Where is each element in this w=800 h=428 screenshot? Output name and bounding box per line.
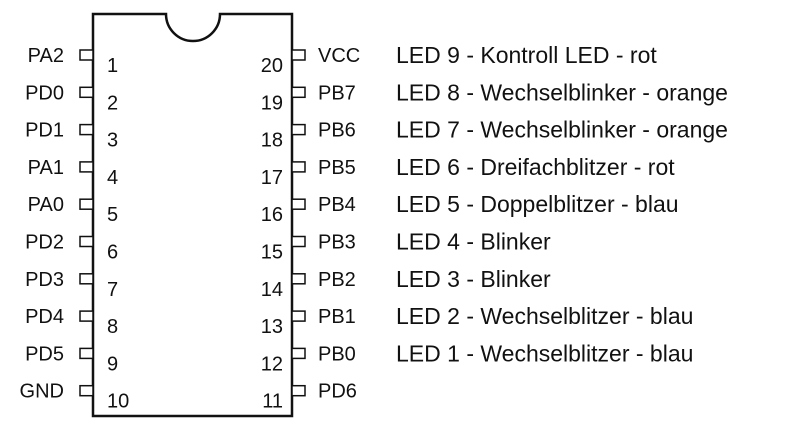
right-pin-stub	[291, 347, 306, 360]
left-pin-name: PA2	[28, 45, 64, 67]
right-pin-name: PB7	[318, 82, 356, 104]
right-pin-stub	[291, 86, 306, 99]
right-pin-number: 19	[261, 92, 283, 114]
left-pin-stub	[79, 310, 94, 322]
left-pin-number: 8	[107, 316, 118, 338]
right-pin-stub	[291, 198, 306, 210]
right-pin-name: PB5	[318, 157, 356, 179]
chip-body	[91, 12, 294, 418]
right-pin-number: 16	[261, 204, 283, 226]
left-pin-stub	[79, 49, 94, 61]
right-pin-number: 15	[261, 242, 283, 264]
led-label: LED 7 - Wechselblinker - orange	[396, 117, 728, 143]
left-pin-name: PD0	[25, 82, 64, 104]
right-pin-stub	[291, 123, 306, 136]
right-pin-number: 20	[261, 55, 283, 77]
left-pin-name: GND	[20, 381, 64, 403]
left-pin-stub	[79, 198, 94, 210]
right-pin-number: 13	[261, 316, 283, 338]
led-label: LED 6 - Dreifachblitzer - rot	[396, 154, 675, 180]
right-pin-number: 14	[261, 279, 283, 301]
left-pin-number: 2	[107, 92, 118, 114]
right-pin-number: 11	[262, 391, 283, 413]
left-pin-group: 1 PA2 2 PD0 3 PD1 4 PA1 5 PA0 6 PD2 7 PD3 8 PD4 9 PD5 10 GN…	[20, 45, 130, 413]
right-pin-name: PB6	[318, 120, 356, 142]
right-pin-stub	[291, 161, 306, 173]
right-pin-name: PB4	[318, 194, 356, 216]
right-pin-name: PB3	[318, 232, 356, 254]
left-pin-number: 5	[107, 204, 118, 226]
right-pin-stub	[291, 235, 306, 248]
left-pin-name: PD4	[25, 306, 64, 328]
left-pin-stub	[79, 273, 94, 285]
left-pin-name: PA1	[28, 157, 64, 179]
left-pin-name: PD1	[25, 120, 64, 142]
left-pin-number: 10	[107, 391, 129, 413]
right-pin-stub	[291, 49, 306, 61]
right-pin-number: 12	[261, 353, 283, 375]
led-label: LED 3 - Blinker	[396, 266, 551, 292]
right-pin-number: 18	[261, 130, 283, 152]
right-pin-name: PB1	[318, 306, 356, 328]
left-pin-stub	[79, 86, 94, 99]
right-pin-name: VCC	[318, 45, 360, 67]
left-pin-stub	[79, 384, 94, 397]
left-pin-number: 9	[107, 353, 118, 375]
right-pin-stub	[291, 384, 306, 397]
left-pin-name: PD3	[25, 269, 64, 291]
left-pin-name: PD5	[25, 343, 64, 365]
led-label: LED 5 - Doppelblitzer - blau	[396, 191, 679, 217]
left-pin-name: PA0	[28, 194, 64, 216]
right-pin-name: PB2	[318, 269, 356, 291]
right-pin-group: 20 VCC 19 PB7 18 PB6 17 PB5 16 PB4 15 PB3 14 PB2 13 PB1…	[261, 45, 360, 413]
left-pin-stub	[79, 235, 94, 248]
led-label: LED 8 - Wechselblinker - orange	[396, 79, 728, 105]
chip-layer	[91, 12, 294, 418]
right-pin-name: PB0	[318, 343, 356, 365]
left-pin-number: 7	[107, 279, 118, 301]
left-pin-number: 4	[107, 167, 118, 189]
right-pin-name: PD6	[318, 381, 357, 403]
left-pin-number: 1	[107, 55, 118, 77]
left-pin-stub	[79, 161, 94, 173]
right-pin-stub	[291, 273, 306, 285]
left-pin-stub	[79, 347, 94, 360]
left-pin-name: PD2	[25, 232, 64, 254]
led-label: LED 2 - Wechselblitzer - blau	[396, 303, 693, 329]
left-pin-number: 6	[107, 242, 118, 264]
left-pin-stub	[79, 123, 94, 136]
led-label: LED 4 - Blinker	[396, 229, 551, 255]
led-label: LED 1 - Wechselblitzer - blau	[396, 340, 693, 366]
right-pin-stub	[291, 310, 306, 322]
led-label: LED 9 - Kontroll LED - rot	[396, 42, 657, 68]
right-pin-number: 17	[261, 167, 283, 189]
left-pin-number: 3	[107, 130, 118, 152]
